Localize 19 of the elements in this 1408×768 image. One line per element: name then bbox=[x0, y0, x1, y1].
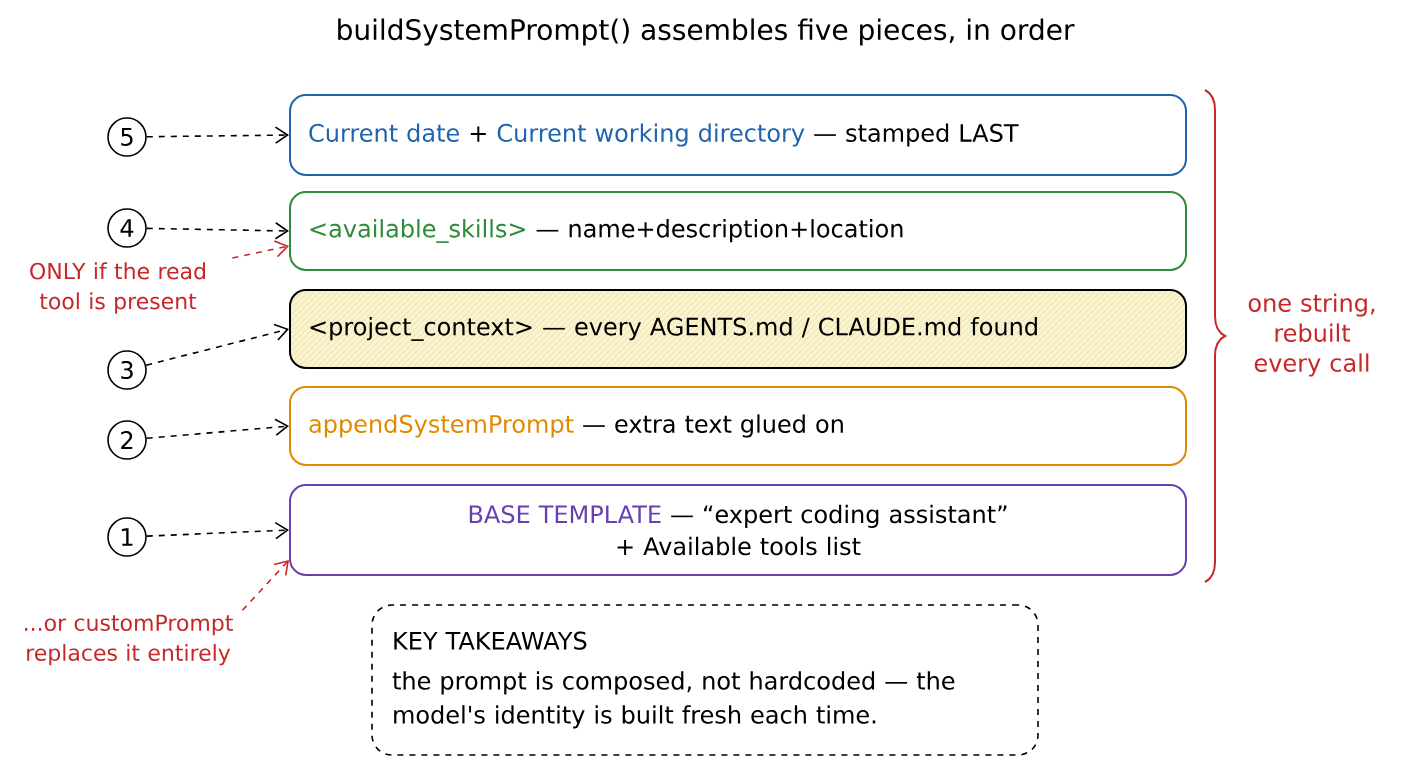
heading: KEY TAKEAWAYS bbox=[394, 631, 587, 650]
takeaways-box bbox=[371, 604, 1039, 756]
takeaway-text: the prompt is composed, not hardcoded — the model's identity is built fresh each time. bbox=[392, 671, 955, 729]
annotation-note: ...or customPrompt replaces it entirely bbox=[25, 614, 233, 666]
prompt-section-box: Current date + Current working directory — stamped LAST bbox=[289, 94, 1187, 176]
arrow bbox=[145, 418, 289, 440]
title: buildSystemPrompt() assembles five pieces, in order bbox=[338, 18, 1075, 46]
arrow bbox=[241, 560, 289, 612]
annotation-note: ONLY if the read tool is present bbox=[30, 262, 206, 314]
prompt-section-box: <available_skills> — name+description+location bbox=[289, 191, 1187, 271]
arrow bbox=[146, 126, 289, 144]
arrow bbox=[146, 221, 289, 240]
prompt-section-box: BASE TEMPLATE — “expert coding assistant” + Available tools list bbox=[289, 484, 1187, 576]
arrow bbox=[146, 521, 289, 540]
arrow bbox=[231, 240, 289, 259]
prompt-section-box: appendSystemPrompt — extra text glued on bbox=[289, 386, 1187, 466]
prompt-section-box: <project_context> — every AGENTS.md / CLAUDE.md found bbox=[289, 289, 1187, 369]
arrow bbox=[145, 323, 289, 366]
brace-label: one string, rebuilt every call bbox=[1248, 293, 1375, 377]
